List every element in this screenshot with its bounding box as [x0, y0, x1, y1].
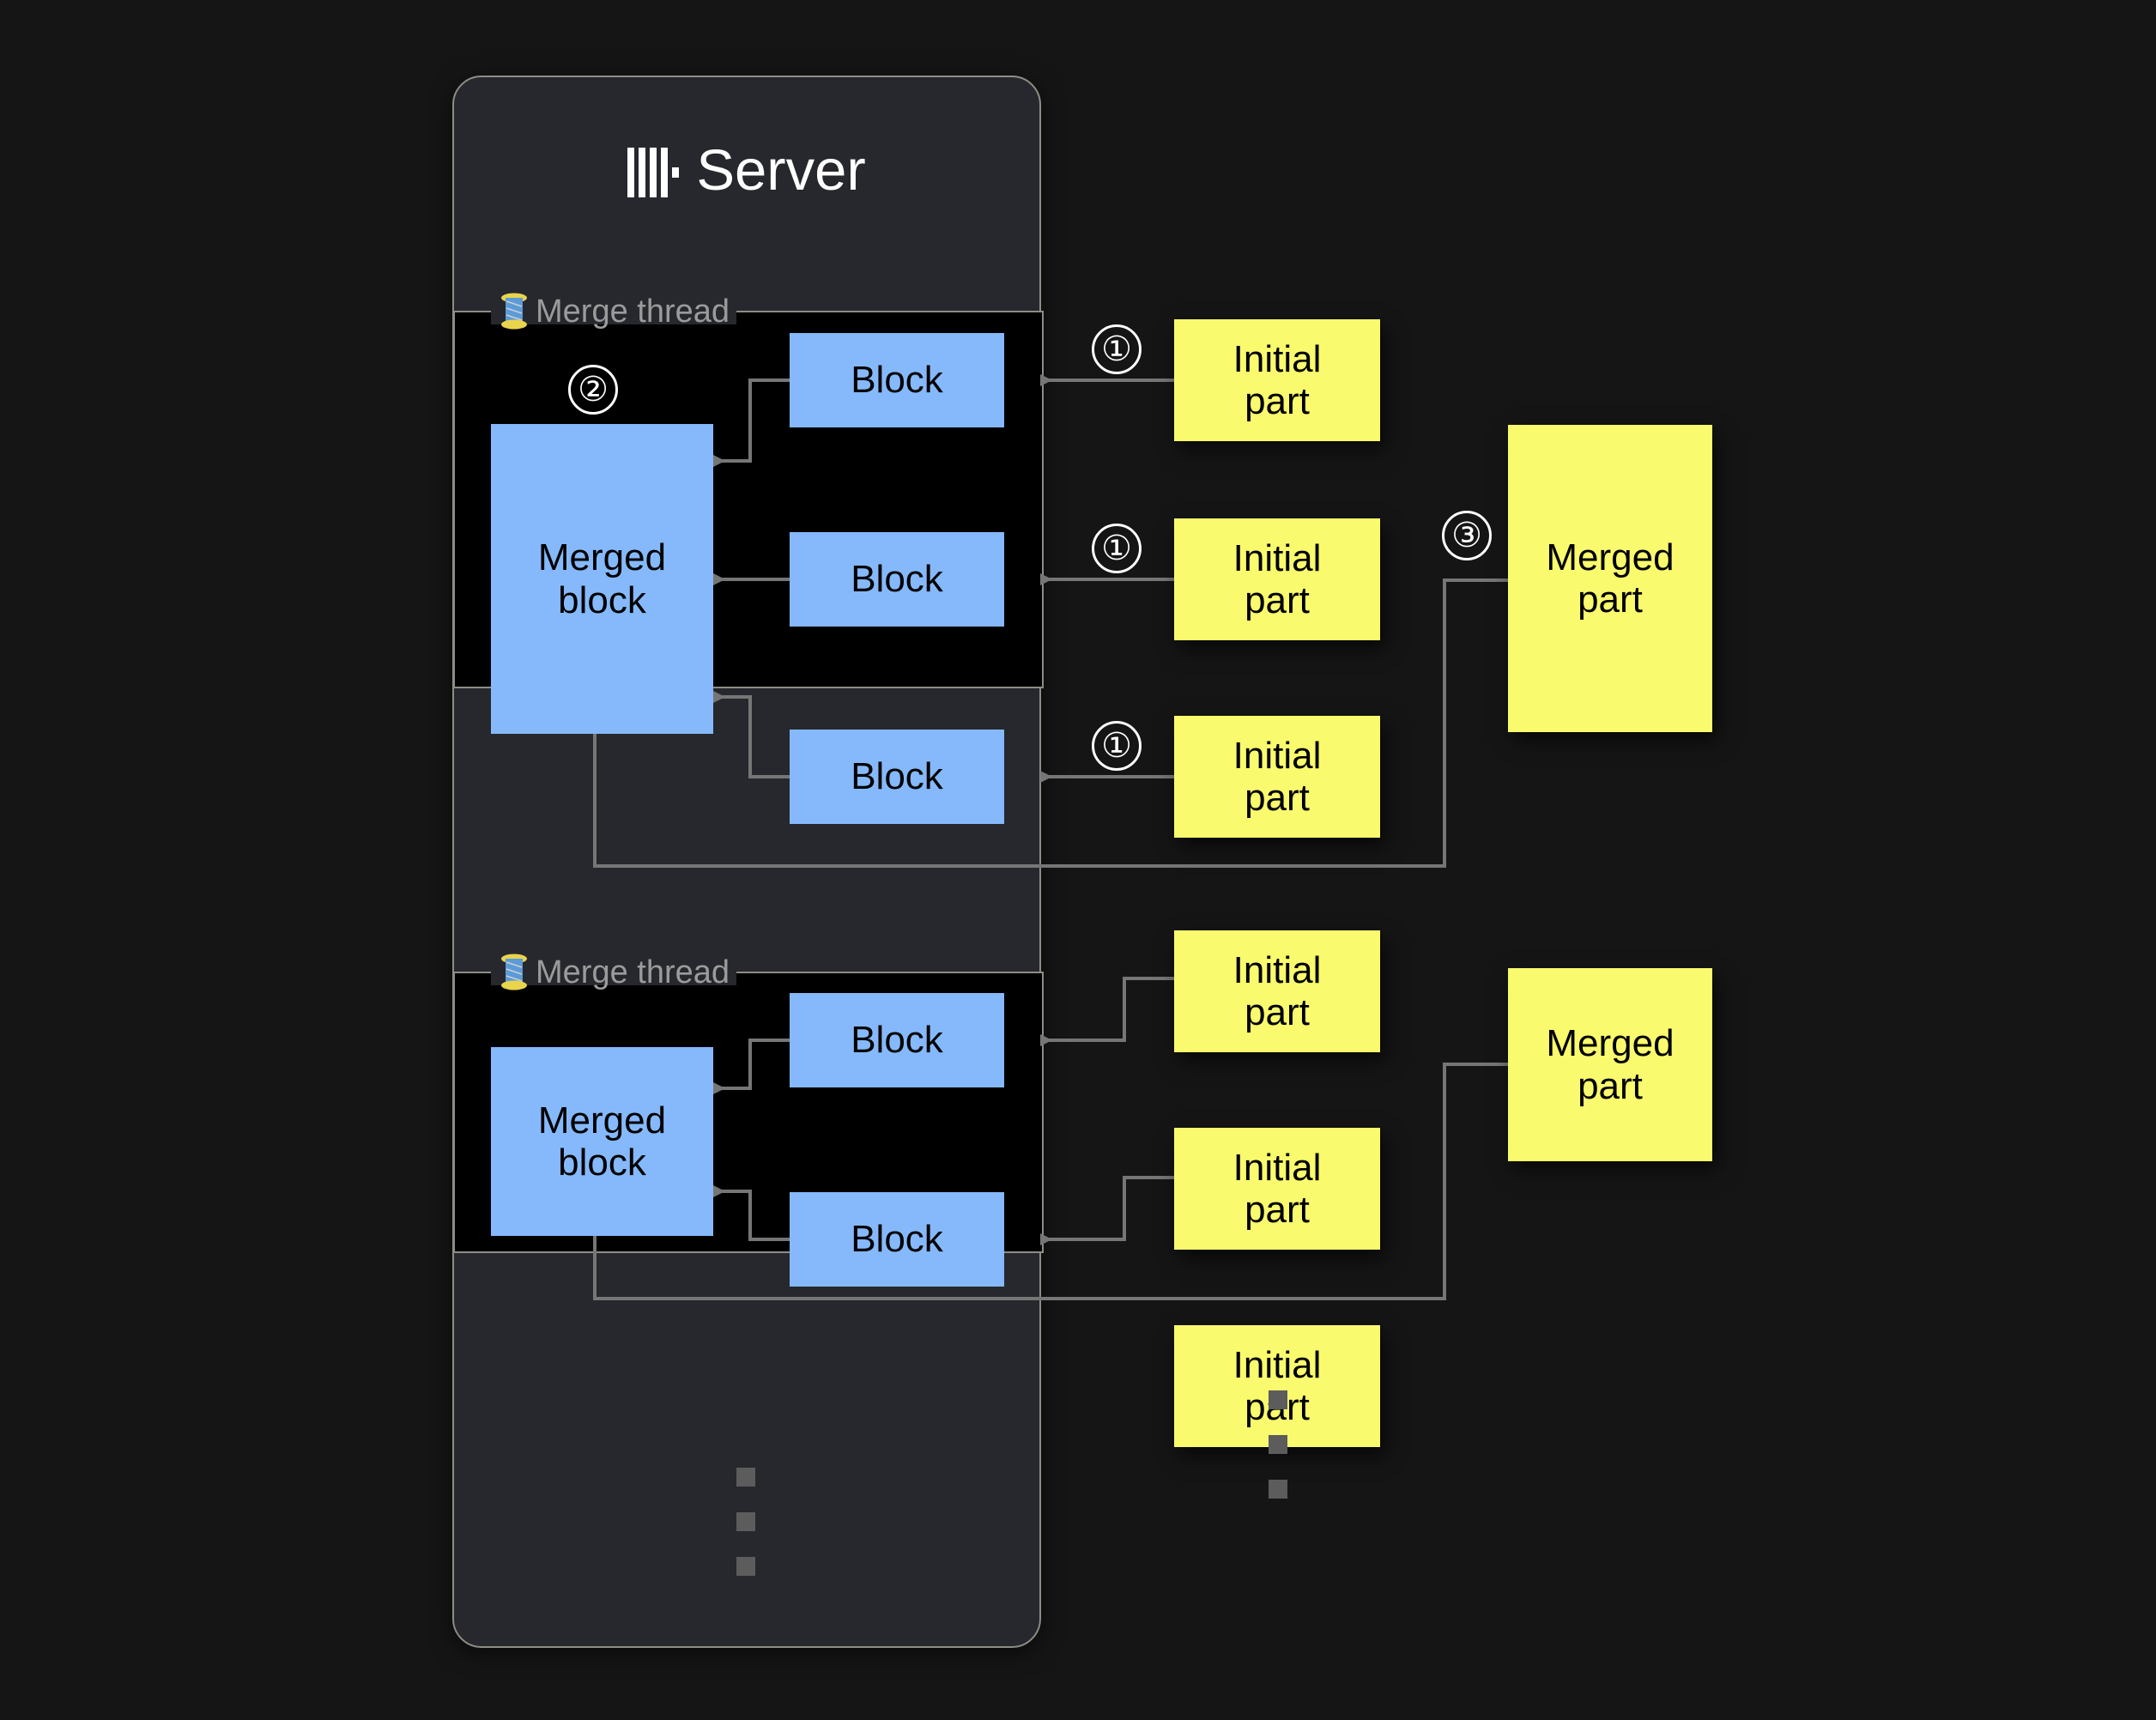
legend-backdrop-2	[491, 960, 736, 985]
step-marker-3: ③	[1442, 511, 1492, 560]
ellipsis-dot	[1269, 1480, 1287, 1499]
legend-backdrop-1	[491, 299, 736, 324]
merged-part-1: Merged part	[1508, 425, 1712, 732]
merged-block-2: Merged block	[491, 1047, 713, 1236]
initial-part-4: Initial part	[1174, 930, 1380, 1052]
merged-block-1: Merged block	[491, 424, 713, 734]
initial-part-3: Initial part	[1174, 716, 1380, 838]
server-card: Server Merge thread	[452, 76, 1044, 1648]
thread-spool-icon	[500, 954, 529, 991]
block-1-3: Block	[790, 730, 1004, 824]
block-2-2: Block	[790, 1192, 1004, 1287]
step-marker-1c: ①	[1092, 721, 1142, 771]
ellipsis-dot	[736, 1557, 755, 1576]
step-marker-2: ②	[568, 365, 618, 415]
server-ellipsis	[736, 1468, 755, 1576]
merge-thread-legend-label: Merge thread	[536, 954, 730, 990]
ellipsis-dot	[736, 1512, 755, 1531]
initial-part-5: Initial part	[1174, 1128, 1380, 1250]
merged-part-2: Merged part	[1508, 968, 1712, 1161]
block-1-1: Block	[790, 333, 1004, 427]
initial-part-6: Initial part	[1174, 1325, 1380, 1447]
thread-spool-icon	[500, 293, 529, 330]
merge-thread-legend-label: Merge thread	[536, 294, 730, 330]
step-marker-1a: ①	[1092, 324, 1142, 374]
server-title-text: Server	[696, 138, 866, 203]
initial-part-1: Initial part	[1174, 319, 1380, 441]
wire-initial-to-block-4	[1040, 977, 1174, 1046]
ellipsis-dot	[736, 1468, 755, 1487]
merge-thread-legend-2: Merge thread	[491, 948, 738, 997]
initial-part-2: Initial part	[1174, 518, 1380, 640]
block-1-2: Block	[790, 532, 1004, 627]
parts-ellipsis	[1269, 1390, 1287, 1499]
clickhouse-logo-icon	[627, 147, 681, 197]
step-marker-1b: ①	[1092, 524, 1142, 573]
wire-initial-to-block-5	[1040, 1176, 1174, 1245]
server-title: Server	[454, 142, 1039, 199]
ellipsis-dot	[1269, 1390, 1287, 1409]
merge-thread-legend-1: Merge thread	[491, 287, 738, 336]
block-2-1: Block	[790, 993, 1004, 1087]
ellipsis-dot	[1269, 1435, 1287, 1454]
